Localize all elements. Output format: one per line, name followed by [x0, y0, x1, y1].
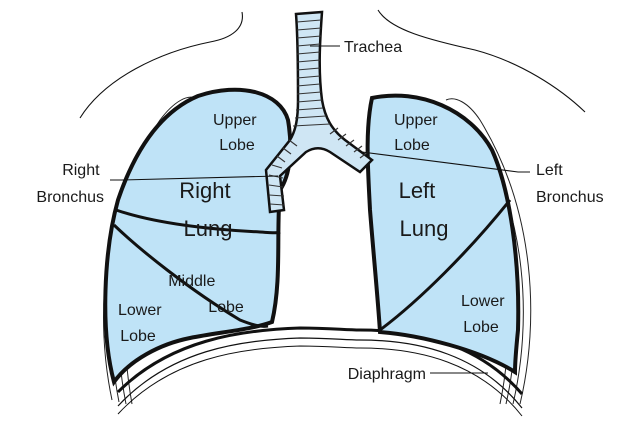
trachea-label: Trachea — [344, 39, 402, 56]
diaphragm-label: Diaphragm — [348, 366, 426, 383]
right-bronchus-label: Right Bronchus — [36, 162, 104, 206]
left-bronchus-label: Left Bronchus — [536, 162, 604, 206]
